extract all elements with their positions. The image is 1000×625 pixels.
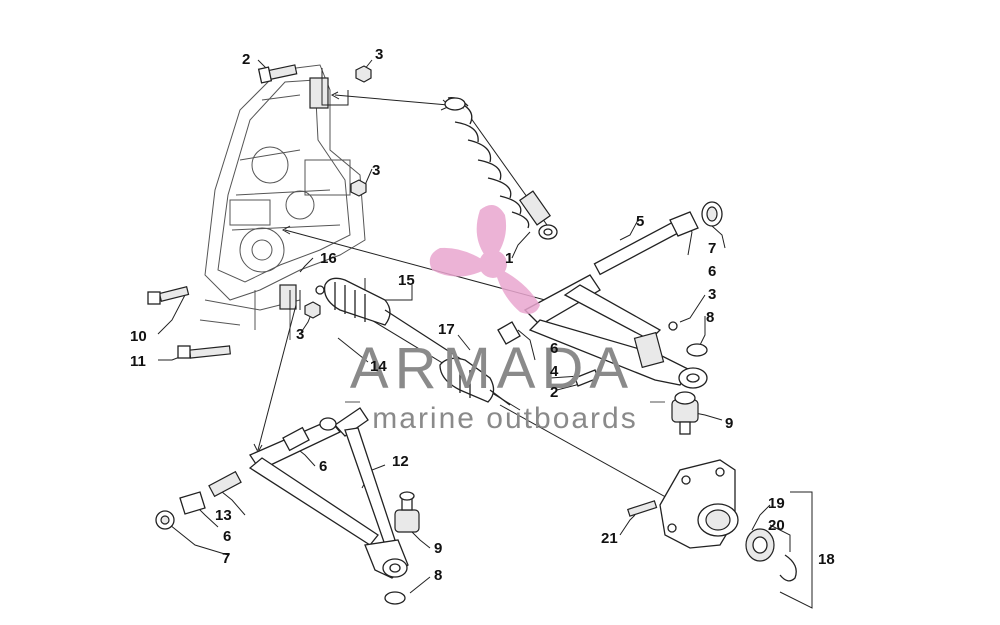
callout-4: 4 <box>550 363 559 380</box>
callout-20: 20 <box>768 517 785 534</box>
callout-1: 1 <box>505 250 513 267</box>
steering-knuckle <box>659 459 739 549</box>
callout-11: 11 <box>130 353 146 370</box>
bolt-side-upper <box>147 286 190 305</box>
callout-10: 10 <box>130 328 147 345</box>
callout-14: 14 <box>370 358 387 375</box>
callout-7-lower: 7 <box>222 550 230 567</box>
armada-logo-icon <box>429 205 540 314</box>
callout-13: 13 <box>215 507 232 524</box>
armada-watermark: ARMADA marine outboards <box>345 205 665 435</box>
axle-assembly <box>315 277 521 411</box>
snap-ring <box>779 554 797 582</box>
callout-3-arm: 3 <box>708 286 716 303</box>
callout-2-top: 2 <box>242 51 250 68</box>
ball-joint-upper <box>671 391 699 435</box>
nut-lower <box>304 301 321 319</box>
brand-name: ARMADA <box>350 336 634 401</box>
callout-6-lower-left: 6 <box>223 528 231 545</box>
retaining-ring-lower <box>384 591 406 605</box>
callout-8-upper: 8 <box>706 309 714 326</box>
bolt-top <box>257 64 298 84</box>
upper-a-arm <box>497 201 723 389</box>
callout-17: 17 <box>438 321 455 338</box>
ball-joint-lower <box>394 491 420 533</box>
bolt-side-lower <box>177 345 231 359</box>
callout-19: 19 <box>768 495 785 512</box>
callout-15: 15 <box>398 272 415 289</box>
callout-9-upper: 9 <box>725 415 733 432</box>
callout-7-upper: 7 <box>708 240 716 257</box>
nut-middle <box>350 179 367 197</box>
callout-21: 21 <box>601 530 618 547</box>
callout-3-top: 3 <box>375 46 383 63</box>
callout-6-upper-left: 6 <box>550 340 558 357</box>
callout-2-arm: 2 <box>550 384 558 401</box>
shock-absorber <box>444 97 558 240</box>
callout-3-middle: 3 <box>372 162 380 179</box>
callout-8-lower: 8 <box>434 567 442 584</box>
callout-9-lower: 9 <box>434 540 442 557</box>
nut-top <box>355 65 372 83</box>
callout-3-lower: 3 <box>296 326 304 343</box>
callout-16: 16 <box>320 250 337 267</box>
lower-a-arm <box>155 407 409 579</box>
callout-labels: 1 2 2 3 3 3 3 4 5 6 6 6 6 7 7 8 8 9 9 10… <box>130 46 835 584</box>
callout-18: 18 <box>818 551 835 568</box>
callout-12: 12 <box>392 453 409 470</box>
callout-6-lower-right: 6 <box>319 458 327 475</box>
brand-tagline: marine outboards <box>372 402 637 435</box>
wheel-bearing <box>745 528 775 562</box>
callout-5: 5 <box>636 213 644 230</box>
bolt-knuckle <box>627 500 658 517</box>
chassis-frame <box>199 64 366 340</box>
callout-6-upper-right: 6 <box>708 263 716 280</box>
